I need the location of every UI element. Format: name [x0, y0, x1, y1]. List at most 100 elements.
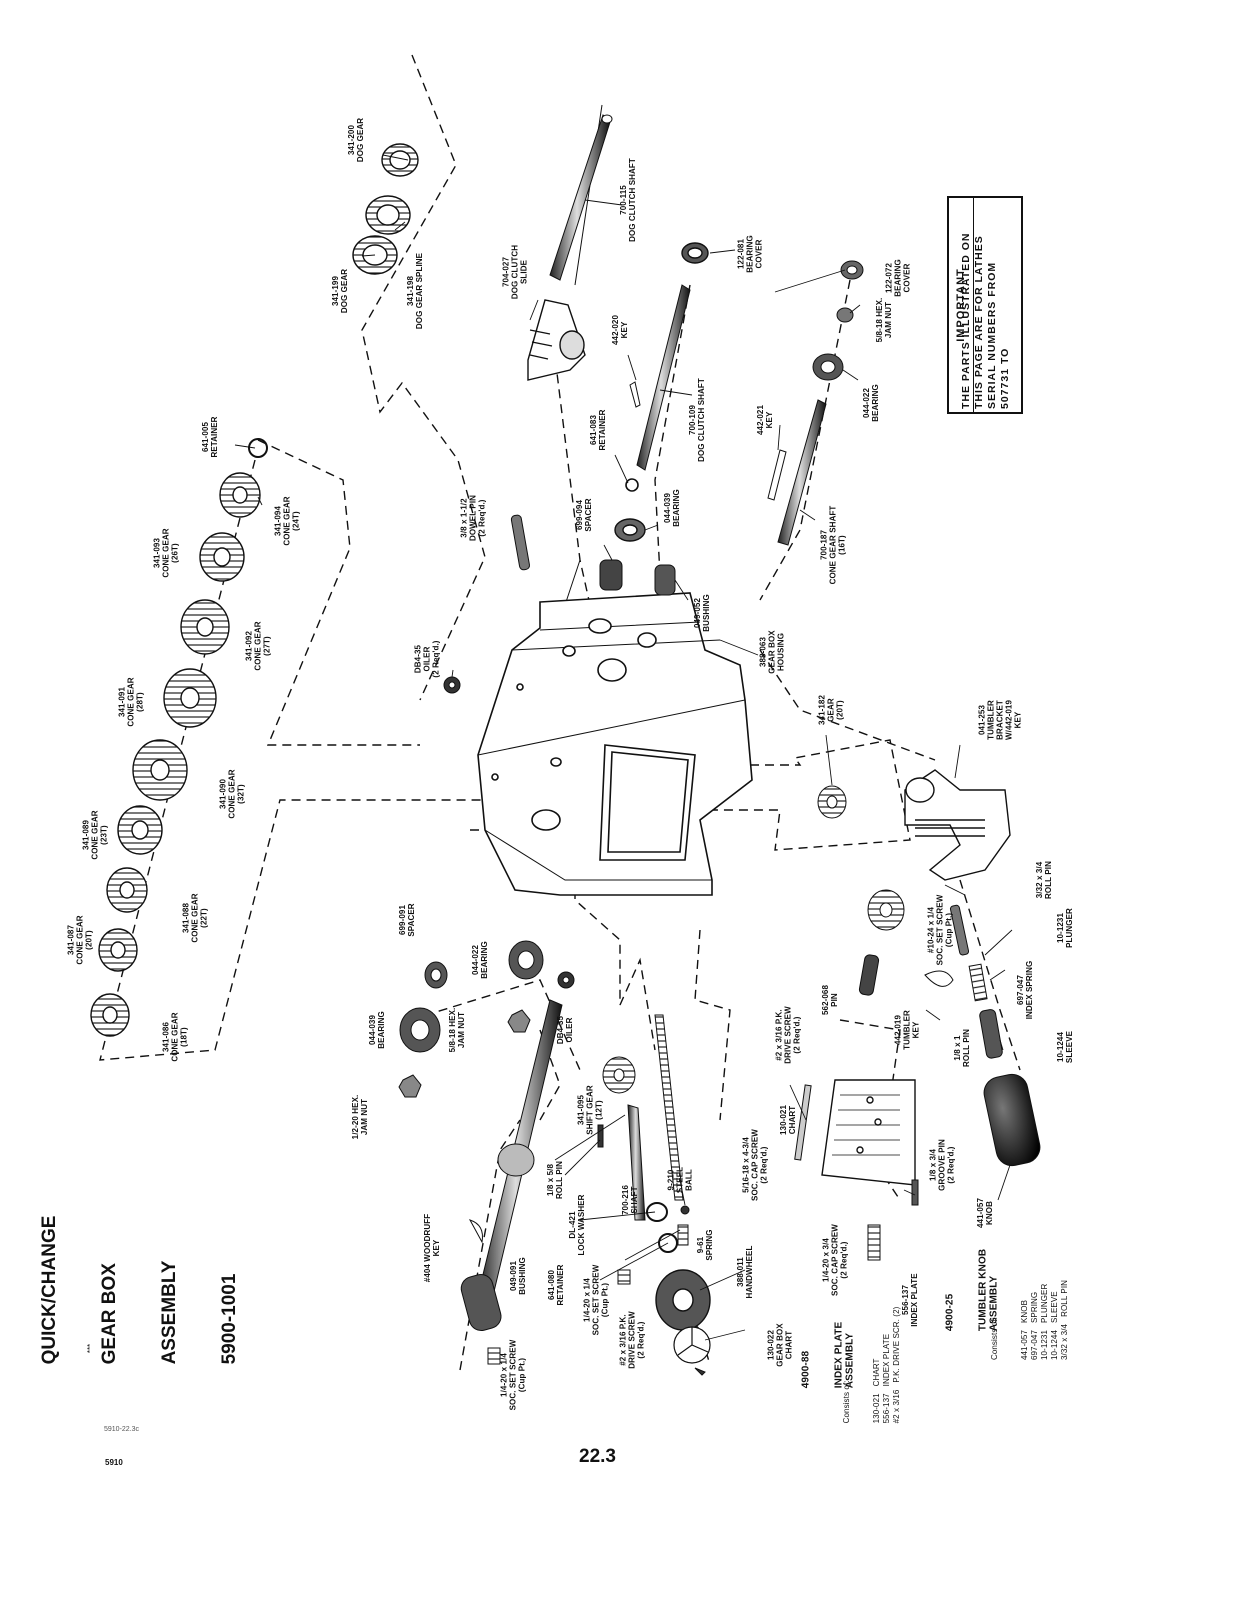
title-line-4: 5900-1001 [219, 1273, 240, 1365]
retainer-083 [625, 478, 639, 492]
label-index-spring: 697-047 INDEX SPRING [1016, 960, 1034, 1020]
label-bearing-022-left: 044-022 BEARING [471, 941, 489, 979]
label-shift-gear: 341-095 SHIFT GEAR (12T) [576, 1085, 604, 1135]
label-bearing-022-right: 044-022 BEARING [862, 384, 880, 422]
label-drive-screw-top: #2 x 3/16 P.K. DRIVE SCREW (2 Req'd.) [774, 1006, 802, 1064]
assembly-line-knob [959, 879, 1021, 1071]
footer-code: 5910 [105, 1458, 123, 1467]
assembly-line-shaft [409, 979, 581, 1071]
footer-ref: 5910-22.3c [104, 1426, 140, 1433]
label-bearing-cover-081: 122-081 BEARING COVER [736, 235, 764, 273]
plunger [949, 904, 970, 956]
bearing-cover-081 [681, 242, 709, 264]
important-notice: IMPORTANT THE PARTS ILLUSTRATED ON THIS … [947, 196, 1023, 414]
label-cone-gear-091: 341-091 CONE GEAR (28T) [117, 677, 145, 727]
label-chart-021: 130-021 CHART [779, 1104, 797, 1136]
assembly-line-bottom [459, 1119, 521, 1371]
label-sleeve: 10-1244 SLEEVE [1056, 1030, 1074, 1064]
jam-nut-58 [507, 1009, 531, 1033]
label-bushing-091: 049-091 BUSHING [509, 1257, 527, 1295]
assembly-line-shaft-109 [654, 284, 691, 576]
assembly-line-tumbler [600, 739, 911, 851]
label-oiler-top: DB4-35 OILER (2 Req'd.) [413, 640, 441, 678]
dowel-pin [510, 514, 530, 571]
knob [983, 1073, 1041, 1167]
bearing-039-top [614, 518, 646, 542]
roll-pin-58 [597, 1124, 604, 1148]
lock-washer [646, 1202, 668, 1222]
index-plate-item-list: 130-021 CHART 556-137 INDEX PLATE #2 x 3… [872, 1306, 901, 1424]
label-spacer-091: 699-091 SPACER [398, 903, 416, 937]
assembly-line-cone-axis [99, 459, 492, 1061]
tumbler-shaft-collar [497, 1143, 535, 1177]
label-spacer-094: 699-094 SPACER [575, 498, 593, 532]
label-jam-nut-right: 5/8-18 HEX. JAM NUT [875, 297, 893, 343]
cap-screw-516 [654, 1014, 684, 1201]
dog-clutch-shaft-109 [636, 284, 691, 471]
label-cone-gear-092: 341-092 CONE GEAR (27T) [244, 621, 272, 671]
bushing-091 [460, 1273, 502, 1331]
label-retainer-083: 641-083 RETAINER [589, 409, 607, 451]
label-key-021: 442-021 KEY [756, 404, 774, 436]
drive-screw-bottom [694, 1367, 706, 1376]
label-shaft-216: 700-216 SHAFT [621, 1184, 639, 1216]
label-set-screw-10: #10-24 x 1/4 SOC. SET SCREW (Cup Pt.) [926, 894, 954, 966]
gear-box-housing [477, 592, 753, 896]
assembly-line-index [694, 929, 731, 1121]
gear-box-chart [673, 1326, 711, 1364]
tumbler-gear-assembly [867, 889, 905, 931]
label-dog-clutch-shaft-115: 700-115 DOG CLUTCH SHAFT [619, 158, 637, 242]
label-housing: 388-063 GEAR BOX HOUSING [758, 630, 786, 674]
label-dog-clutch-shaft-109: 700-109 DOG CLUTCH SHAFT [688, 378, 706, 462]
pin-068 [858, 954, 880, 996]
title-line-3: ASSEMBLY [159, 1260, 180, 1365]
jam-nut-12 [398, 1074, 422, 1098]
bearing-022-left [508, 940, 544, 980]
tumbler-bracket [904, 769, 1011, 881]
label-knob: 441-057 KNOB [976, 1197, 994, 1229]
label-set-screw-mid: 1/4-20 x 1/4 SOC. SET SCREW (Cup Pt.) [582, 1264, 610, 1336]
label-cone-gear-shaft: 700-187 CONE GEAR SHAFT (16T) [819, 505, 847, 585]
spacer-091 [424, 961, 448, 989]
sleeve [979, 1009, 1003, 1059]
label-bearing-039-top: 044-039 BEARING [663, 489, 681, 527]
label-retainer-080: 641-080 RETAINER [547, 1264, 565, 1306]
steel-ball [680, 1205, 690, 1215]
label-dog-gear-199: 341-199 DOG GEAR [331, 268, 349, 314]
key-020 [629, 381, 641, 408]
label-bushing-052: 049-052 BUSHING [693, 594, 711, 632]
label-jam-nut-58: 5/8-18 HEX. JAM NUT [448, 1007, 466, 1053]
label-cone-gear-094: 341-094 CONE GEAR (24T) [273, 496, 301, 546]
label-roll-pin-18: 1/8 x 1 ROLL PIN [953, 1029, 971, 1067]
oiler-lower [557, 971, 575, 989]
tumbler-key [924, 970, 954, 987]
title-line-2: GEAR BOX [99, 1263, 120, 1365]
cap-screw-14 [867, 1224, 881, 1261]
label-drive-screw-bottom: #2 x 3/16 P.K. DRIVE SCREW (2 Req'd.) [618, 1311, 646, 1369]
bearing-039-left [399, 1007, 441, 1053]
cone-gear-shaft [777, 399, 827, 546]
label-woodruff-key: #404 WOODRUFF KEY [423, 1213, 441, 1283]
label-roll-pin-58: 1/8 x 5/8 ROLL PIN [546, 1161, 564, 1199]
spring-61 [677, 1224, 689, 1246]
label-dog-gear-200: 341-200 DOG GEAR [347, 117, 365, 163]
label-key-020: 442-020 KEY [611, 314, 629, 346]
corner-mark: *** [86, 1343, 96, 1354]
label-groove-pin: 1/8 x 3/4 GROOVE PIN (2 Req'd.) [928, 1139, 956, 1191]
label-cone-gear-089: 341-089 CONE GEAR (23T) [81, 810, 109, 860]
title-line-1: QUICK/CHANGE [39, 1215, 60, 1365]
dog-clutch-slide [527, 299, 586, 381]
cone-gear-stack [90, 438, 268, 1037]
label-cone-gear-088: 341-088 CONE GEAR (22T) [181, 893, 209, 943]
label-dog-gear-spline: 341-198 DOG GEAR SPLINE [406, 252, 424, 330]
important-heading-box: IMPORTANT [949, 198, 974, 412]
tumbler-knob-assembly-code: 4900-25 [944, 1293, 956, 1332]
label-retainer-005: 641-005 RETAINER [201, 416, 219, 458]
label-pin-068: 562-068 PIN [821, 984, 839, 1016]
retainer-080 [658, 1233, 678, 1253]
label-cap-screw-14: 1/4-20 x 3/4 SOC. CAP SCREW (2 Req'd.) [821, 1224, 849, 1296]
spacer-094 [599, 559, 623, 591]
jam-nut-right [836, 307, 854, 323]
label-gear-182: 341-182 GEAR (20T) [817, 694, 845, 726]
assembly-line-cone-gears [257, 439, 420, 746]
